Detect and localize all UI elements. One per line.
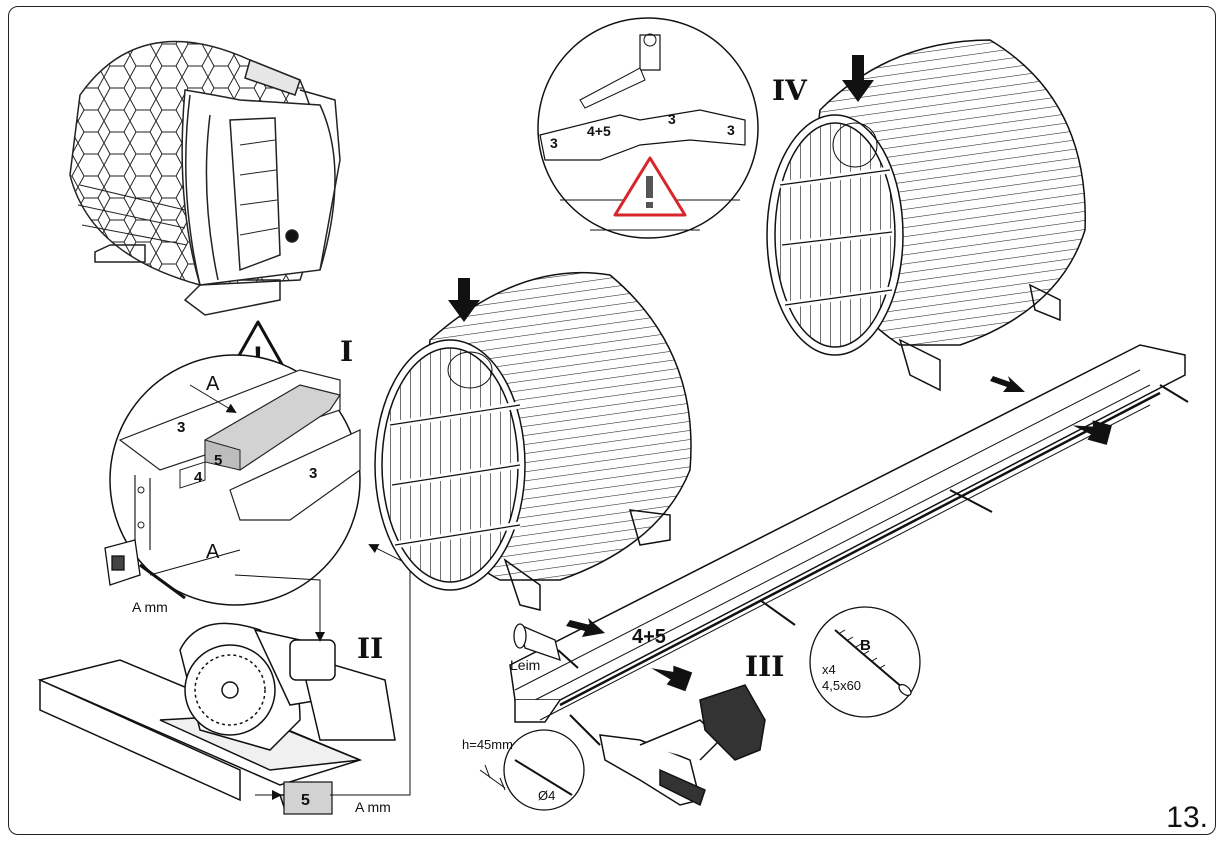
part-label-3c: 3: [550, 135, 558, 151]
part-label-5b: 5: [301, 792, 310, 809]
part-label-3d: 3: [668, 111, 676, 127]
step-label-2: II: [357, 632, 383, 665]
detail-circle-joint: [537, 17, 759, 239]
screw-detail-circle: [809, 606, 921, 718]
dim-label-a-top: A: [206, 373, 220, 395]
page-frame: [8, 6, 1216, 835]
part-label-4: 4: [194, 469, 203, 486]
part-label-3a: 3: [177, 419, 185, 436]
dim-label-a-bottom: A: [206, 541, 220, 563]
barrel-center: [374, 271, 692, 611]
glue-label: Leim: [510, 657, 540, 673]
glue-bottle-icon: [513, 623, 579, 669]
barrel-step4: [766, 39, 1086, 392]
finished-sauna: [69, 40, 341, 316]
dim-label-h: h=45mm: [462, 737, 513, 752]
press-arrows-step3: [566, 376, 1112, 692]
part-label-45a: 4+5: [587, 123, 611, 139]
part-label-45b: 4+5: [632, 626, 666, 648]
part-label-5a: 5: [214, 452, 222, 469]
step-label-4: IV: [772, 74, 808, 107]
step-label-1: I: [340, 335, 353, 368]
part-label-3e: 3: [727, 122, 735, 138]
down-arrow-center: [448, 278, 480, 322]
part-label-3b: 3: [309, 465, 317, 482]
screw-size-label: 4,5x60: [822, 678, 861, 693]
dimension-arrows: [234, 544, 411, 800]
cordless-drill-icon: [569, 684, 766, 807]
dim-label-amm-tape: A mm: [132, 599, 168, 615]
step-label-3: III: [745, 650, 784, 683]
screw-type-label: B: [860, 637, 871, 654]
part-5-marker: [283, 781, 333, 815]
tape-measure-icon: [104, 539, 241, 600]
circular-saw-icon: [37, 622, 396, 811]
down-arrow-step4: [842, 55, 874, 102]
detail-circle-step1: [109, 354, 361, 606]
drill-bit-circle: [479, 729, 585, 811]
dim-label-amm-saw: A mm: [355, 799, 391, 815]
long-beam-step3: [509, 344, 1189, 723]
screw-qty-label: x4: [822, 662, 836, 677]
page-number: 13.: [1166, 801, 1208, 834]
warning-triangle-red: [613, 156, 687, 217]
dim-label-diameter: Ø4: [538, 788, 555, 803]
